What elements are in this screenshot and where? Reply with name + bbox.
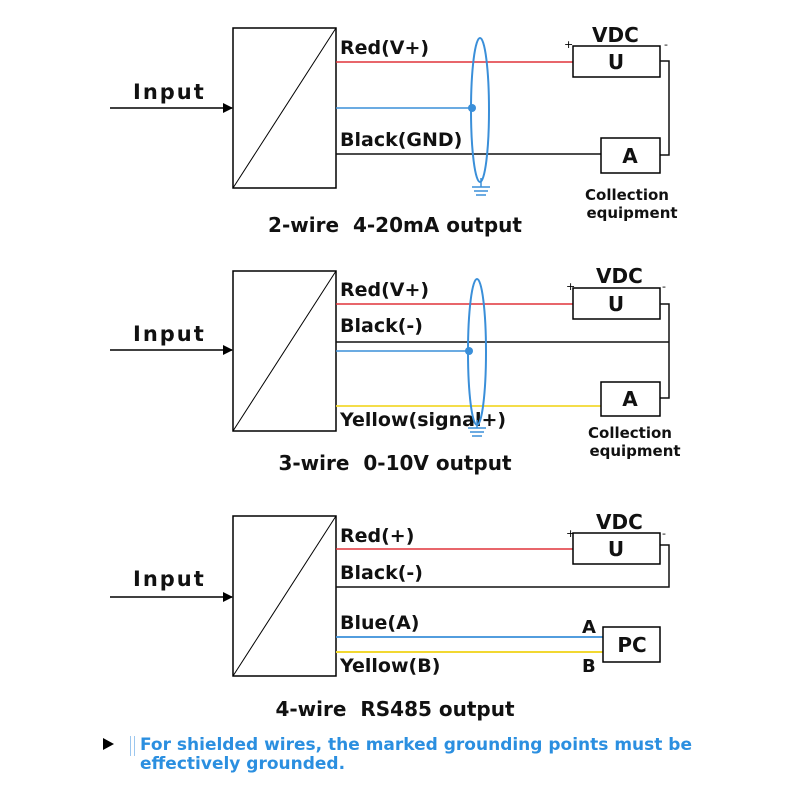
note-bar-icon — [130, 736, 135, 756]
supply-box-u — [572, 287, 661, 320]
wire-label-blue: Blue(A) — [340, 612, 419, 634]
transmitter-diagonal — [232, 515, 337, 677]
collection-box-a — [600, 381, 661, 417]
terminal-a-label: A — [582, 617, 596, 638]
input-label: Input — [133, 567, 206, 591]
black-wire — [336, 544, 670, 588]
collection-caption-1: Collection — [588, 424, 672, 442]
diagram-3wire: Input Red(V+) Black(-) Yellow(signal+) V… — [110, 264, 681, 475]
diagram-caption: 3-wire 0-10V output — [278, 451, 511, 475]
return-wire — [660, 303, 670, 399]
supply-box-u — [572, 532, 661, 565]
wire-label-red: Red(V+) — [340, 37, 429, 59]
supply-box-u-label: U — [608, 537, 624, 561]
input-label: Input — [133, 322, 206, 346]
terminal-b-label: B — [582, 656, 596, 677]
plus-sign: + — [564, 38, 573, 51]
ground-icon — [472, 178, 490, 196]
wire-label-black: Black(GND) — [340, 129, 462, 151]
pc-box — [602, 626, 661, 663]
collection-box-a-label: A — [622, 144, 638, 168]
minus-sign: - — [662, 527, 666, 540]
wire-label-black: Black(-) — [340, 315, 423, 337]
supply-box-u-label: U — [608, 292, 624, 316]
transmitter-diagonal — [232, 270, 337, 432]
diagram-2wire: Input Red(V+) Black(GND) VDC + - U A Col… — [110, 23, 678, 237]
collection-caption-2: equipment — [586, 204, 677, 222]
bullet-triangle-icon — [103, 738, 114, 750]
collection-caption-1: Collection — [585, 186, 669, 204]
wire-label-red: Red(+) — [340, 525, 414, 547]
shield-junction-dot — [465, 347, 473, 355]
return-wire — [660, 60, 670, 156]
vdc-label: VDC — [592, 23, 639, 47]
plus-sign: + — [566, 527, 575, 540]
wire-label-yellow: Yellow(signal+) — [339, 409, 506, 431]
vdc-label: VDC — [596, 510, 643, 534]
transmitter-diagonal — [232, 27, 337, 189]
plus-sign: + — [566, 280, 575, 293]
wire-label-black: Black(-) — [340, 562, 423, 584]
input-label: Input — [133, 80, 206, 104]
vdc-label: VDC — [596, 264, 643, 288]
collection-box-a — [600, 137, 661, 174]
wire-label-red: Red(V+) — [340, 279, 429, 301]
collection-box-a-label: A — [622, 387, 638, 411]
grounding-note-text: For shielded wires, the marked grounding… — [140, 735, 692, 774]
supply-box-u-label: U — [608, 50, 624, 74]
pc-box-label: PC — [617, 633, 646, 657]
shield-junction-dot — [468, 104, 476, 112]
minus-sign: - — [662, 280, 666, 293]
diagram-4wire: Input Red(+) Black(-) Blue(A) Yellow(B) … — [110, 510, 670, 721]
wire-label-yellow: Yellow(B) — [339, 655, 440, 677]
ground-icon — [468, 420, 486, 437]
collection-caption-2: equipment — [589, 442, 680, 460]
diagram-caption: 2-wire 4-20mA output — [268, 213, 522, 237]
diagram-caption: 4-wire RS485 output — [275, 697, 515, 721]
minus-sign: - — [664, 38, 668, 51]
